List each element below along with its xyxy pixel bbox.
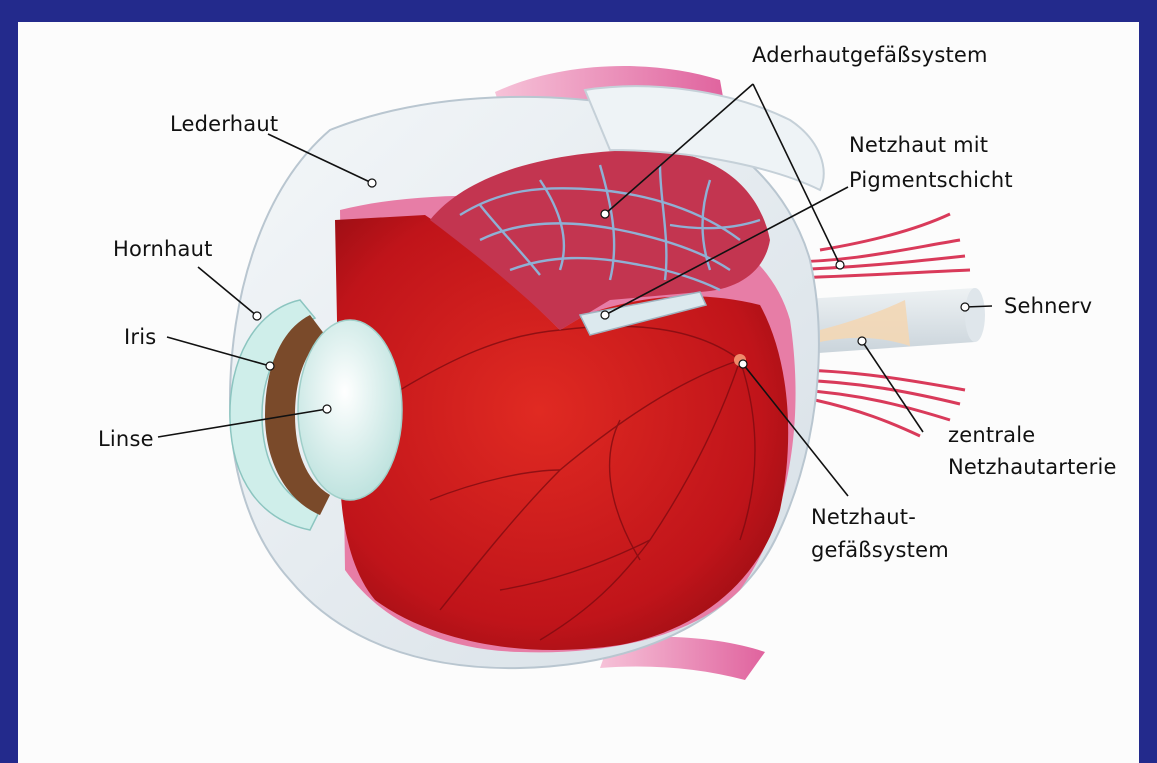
label-iris: Iris: [124, 323, 156, 351]
label-sehnerv: Sehnerv: [1004, 292, 1092, 320]
label-arterie-line2: Netzhautarterie: [948, 453, 1117, 481]
label-netzhaut-line1: Netzhaut mit: [849, 131, 988, 159]
label-lederhaut: Lederhaut: [170, 110, 278, 138]
lens: [298, 320, 402, 500]
label-aderhautgefaesssystem: Aderhautgefäßsystem: [752, 41, 988, 69]
label-gefaess-line2: gefäßsystem: [811, 536, 949, 564]
label-gefaess-line1: Netzhaut-: [811, 503, 916, 531]
label-arterie-line1: zentrale: [948, 421, 1035, 449]
label-netzhaut-line2: Pigmentschicht: [849, 166, 1013, 194]
label-hornhaut: Hornhaut: [113, 235, 213, 263]
label-linse: Linse: [98, 425, 154, 453]
